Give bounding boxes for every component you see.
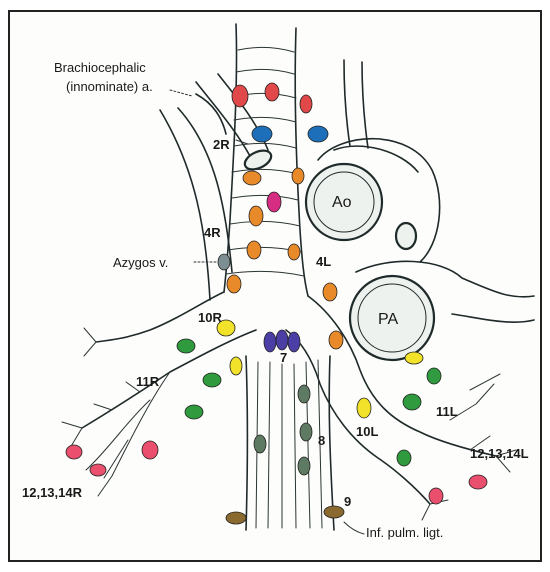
node-orange-7 xyxy=(323,283,337,301)
left-great-vessels xyxy=(344,60,368,148)
node-10r-yellow-2 xyxy=(230,357,242,375)
node-7-purple-2 xyxy=(276,330,288,350)
node-12r-pink-3 xyxy=(90,464,106,476)
node-orange-3 xyxy=(249,206,263,226)
node-10l-yellow-2 xyxy=(405,352,423,364)
node-11l-green-3 xyxy=(397,450,411,466)
node-8-1 xyxy=(298,385,310,403)
node-9-1 xyxy=(226,512,246,524)
node-orange-6 xyxy=(227,275,241,293)
station-12-14r-label: 12,13,14R xyxy=(22,485,83,500)
node-11r-green-3 xyxy=(185,405,203,419)
pulmonary-artery: PA xyxy=(350,261,534,360)
node-11r-green-2 xyxy=(203,373,221,387)
node-11l-green-1 xyxy=(427,368,441,384)
node-station-3 xyxy=(267,192,281,212)
node-12l-pink-2 xyxy=(429,488,443,504)
node-8-4 xyxy=(298,457,310,475)
node-2l-blue xyxy=(308,126,328,142)
pulmonary-artery-label: PA xyxy=(378,311,398,328)
node-station-1-left-2 xyxy=(300,95,312,113)
node-9-2 xyxy=(324,506,344,518)
station-2r-label: 2R xyxy=(213,137,230,152)
node-station-1-right xyxy=(232,85,248,107)
station-4r-label: 4R xyxy=(204,225,221,240)
node-azygos xyxy=(218,254,230,270)
node-12l-pink-1 xyxy=(469,475,487,489)
node-orange-4 xyxy=(247,241,261,259)
node-12r-pink-1 xyxy=(66,445,82,459)
node-7-purple-1 xyxy=(264,332,276,352)
station-9-label: 9 xyxy=(344,494,351,509)
node-station-1-left xyxy=(265,83,279,101)
node-11l-green-2 xyxy=(403,394,421,410)
station-4l-label: 4L xyxy=(316,254,331,269)
aorta-label: Ao xyxy=(332,194,352,211)
node-11r-green-1 xyxy=(177,339,195,353)
node-10l-yellow-1 xyxy=(357,398,371,418)
node-2r-blue xyxy=(252,126,272,142)
station-8-label: 8 xyxy=(318,433,325,448)
node-orange-8 xyxy=(329,331,343,349)
node-orange-2 xyxy=(292,168,304,184)
node-8-3 xyxy=(300,423,312,441)
node-orange-5 xyxy=(288,244,300,260)
brachiocephalic-label-line2: (innominate) a. xyxy=(66,79,153,94)
station-10r-label: 10R xyxy=(198,310,222,325)
node-7-purple-3 xyxy=(288,332,300,352)
node-12r-pink-2 xyxy=(142,441,158,459)
node-8-2 xyxy=(254,435,266,453)
inf-pulm-ligament-label: Inf. pulm. ligt. xyxy=(366,525,443,540)
station-12-14l-label: 12,13,14L xyxy=(470,446,529,461)
node-orange-1 xyxy=(243,171,261,185)
inf-pulm-ligament-line xyxy=(344,522,364,534)
station-11r-label: 11R xyxy=(136,374,160,389)
brachiocephalic-label-line1: Brachiocephalic xyxy=(54,60,146,75)
aortic-arch: Ao xyxy=(306,139,440,262)
station-10l-label: 10L xyxy=(356,424,378,439)
station-7-label: 7 xyxy=(280,350,287,365)
station-11l-label: 11L xyxy=(436,404,458,419)
azygos-label: Azygos v. xyxy=(113,255,168,270)
